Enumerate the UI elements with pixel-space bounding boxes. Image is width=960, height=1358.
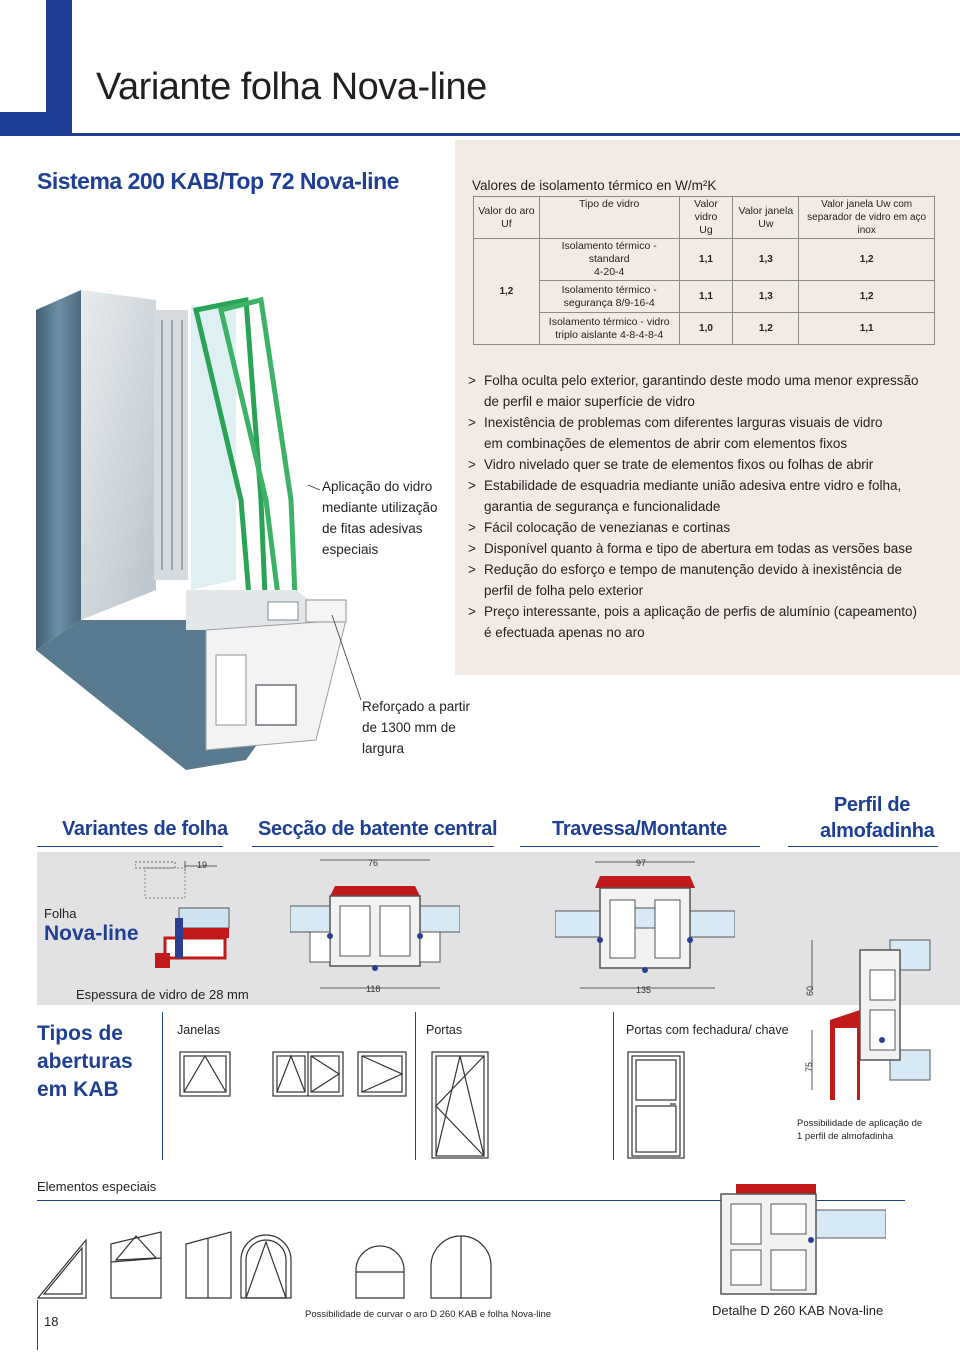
- heading-seccao: Secção de batente central: [258, 818, 498, 840]
- heading-variantes: Variantes de folha: [62, 818, 228, 840]
- col-header-glass-type: Tipo de vidro: [538, 196, 680, 239]
- system-title: Sistema 200 KAB/Top 72 Nova-line: [37, 168, 399, 194]
- glazing-bead-drawing: [811, 939, 931, 1100]
- dim-118: 118: [366, 984, 381, 994]
- heading-rule: [252, 846, 494, 847]
- dim-76: 76: [368, 858, 379, 868]
- dim-97: 97: [636, 858, 647, 868]
- divider: [613, 1012, 614, 1160]
- central-mullion-drawing: [290, 859, 460, 989]
- uw-value: 1,3: [732, 238, 800, 281]
- uw-inox-value: 1,2: [798, 238, 935, 281]
- detail-d260-drawing: [720, 1184, 886, 1295]
- transom-drawing: [555, 861, 735, 989]
- label-portas-fechadura: Portas com fechadura/ chave: [626, 1023, 789, 1037]
- dim-135: 135: [636, 985, 652, 995]
- glass-application-note: Aplicação do vidro mediante utilização d…: [322, 479, 438, 557]
- feature-list: Folha oculta pelo exterior, garantindo d…: [468, 370, 928, 643]
- uw-value: 1,3: [732, 280, 800, 313]
- detail-caption: Detalhe D 260 KAB Nova-line: [712, 1303, 884, 1318]
- glass-thickness-label: Espessura de vidro de 28 mm: [76, 987, 249, 1002]
- list-item: Vidro nivelado quer se trate de elemento…: [468, 454, 928, 475]
- list-item: Folha oculta pelo exterior, garantindo d…: [468, 370, 928, 412]
- label-portas: Portas: [426, 1023, 463, 1037]
- list-item: Preço interessante, pois a aplicação de …: [468, 601, 928, 643]
- uf-value: 1,2: [473, 238, 540, 345]
- ug-value: 1,0: [678, 312, 734, 345]
- header-corner-bracket: [0, 0, 72, 136]
- band-label-novaline: Nova-line: [44, 922, 139, 945]
- divider: [162, 1012, 163, 1160]
- door-icon: [431, 1051, 489, 1159]
- dim-60: 60: [805, 985, 816, 997]
- special-shapes-icons: [36, 1231, 492, 1299]
- curve-note: Possibilidade de curvar o aro D 260 KAB …: [305, 1309, 552, 1320]
- list-item: Fácil colocação de venezianas e cortinas: [468, 517, 928, 538]
- band-label-folha: Folha: [44, 906, 77, 921]
- divider: [415, 1012, 416, 1160]
- uw-inox-value: 1,2: [798, 280, 935, 313]
- page-title: Variante folha Nova-line: [96, 66, 487, 108]
- dim-75: 75: [804, 1061, 815, 1073]
- heading-travessa: Travessa/Montante: [552, 818, 727, 840]
- table-row: Isolamento térmico -segurança 8/9-16-4 1…: [474, 280, 935, 313]
- ug-value: 1,1: [678, 280, 734, 313]
- glass-type: Isolamento térmico -segurança 8/9-16-4: [538, 280, 680, 313]
- dim-19: 19: [197, 860, 208, 870]
- uw-inox-value: 1,1: [798, 312, 935, 345]
- ug-value: 1,1: [678, 238, 734, 281]
- divider: [37, 1200, 905, 1201]
- footer-rule: [37, 1300, 38, 1350]
- page-number: 18: [44, 1314, 59, 1329]
- variant-profile-drawing: [135, 861, 230, 968]
- header-rule: [72, 133, 960, 136]
- window-types-icons: [179, 1051, 407, 1097]
- heading-rule: [788, 846, 938, 847]
- heading-rule: [37, 846, 223, 847]
- uw-value: 1,2: [732, 312, 800, 345]
- window-section-illustration: [36, 290, 362, 770]
- reinforcement-note: Reforçado a partir de 1300 mm de largura: [362, 699, 471, 756]
- list-item: Inexistência de problemas com diferentes…: [468, 412, 928, 454]
- special-elements-label: Elementos especiais: [37, 1179, 157, 1194]
- label-janelas: Janelas: [177, 1023, 221, 1037]
- list-item: Redução do esforço e tempo de manutenção…: [468, 559, 928, 601]
- list-item: Estabilidade de esquadria mediante união…: [468, 475, 928, 517]
- thermal-table-title: Valores de isolamento térmico en W/m²K: [472, 178, 717, 193]
- door-lock-icon: [627, 1051, 685, 1159]
- list-item: Disponível quanto à forma e tipo de aber…: [468, 538, 928, 559]
- heading-rule: [520, 846, 760, 847]
